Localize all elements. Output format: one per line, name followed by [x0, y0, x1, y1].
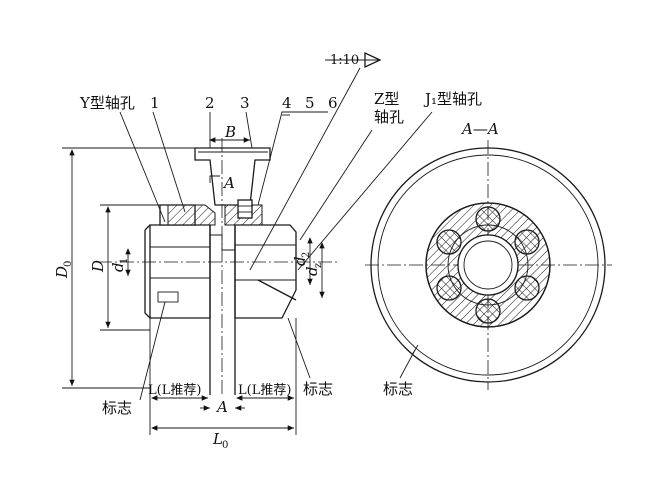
- roller: [514, 229, 540, 255]
- z-hole-label-line2: 轴孔: [374, 108, 404, 126]
- scale-taper-symbol: [364, 51, 382, 69]
- elastic-pin: [237, 199, 253, 219]
- dim-d2-text: d 2: [291, 252, 312, 266]
- outer-ring-inner: [377, 154, 599, 376]
- dim-D0-label: D: [53, 266, 71, 279]
- roller: [436, 275, 462, 301]
- dim-d1-label: d: [109, 262, 127, 272]
- section-mark: [209, 175, 220, 183]
- dim-L0-sub: 0: [222, 440, 228, 451]
- center-step: [210, 234, 235, 251]
- leader-3: [245, 111, 253, 149]
- part-6-label: 6: [328, 94, 338, 112]
- leader-y-hole: [119, 111, 166, 223]
- roller: [475, 206, 501, 232]
- leader-1: [152, 111, 186, 213]
- dim-D0-text: D 0: [53, 261, 74, 279]
- part-1-label: 1: [150, 94, 160, 112]
- z-taper: [257, 279, 297, 301]
- roller: [514, 275, 540, 301]
- z-hole-label-line1: Z型: [374, 90, 399, 108]
- leader-scale: [249, 67, 361, 271]
- dim-A-label: A: [215, 398, 228, 416]
- leader-mark-mid: [287, 317, 311, 379]
- roller: [475, 298, 501, 324]
- part-2-label: 2: [205, 94, 215, 112]
- section-title: A—A: [460, 120, 499, 138]
- roller: [436, 229, 462, 255]
- mark-left-label: 标志: [102, 399, 132, 417]
- front-view-labels: 1:10 Y型轴孔 1 2 3 4 5 6 Z型 轴孔 J₁型轴孔 B D 0 …: [53, 53, 482, 451]
- leader-j1: [297, 111, 433, 271]
- leader-mark-right: [399, 349, 416, 379]
- part-3-label: 3: [240, 94, 250, 112]
- dim-dz-sub: z: [313, 263, 324, 268]
- right-hub: [234, 224, 297, 319]
- hub-outer: [425, 202, 551, 328]
- dim-d1-sub: 1: [119, 258, 130, 264]
- dim-D-label: D: [89, 260, 107, 273]
- center-gap: [209, 225, 236, 395]
- dim-d1-text: d 1: [109, 258, 130, 272]
- leader-mark-left: [139, 301, 166, 401]
- dim-dz-text: d z: [303, 263, 324, 276]
- dim-L-left-label: L(L推荐): [148, 383, 201, 398]
- dim-D-text: D: [89, 260, 107, 273]
- leader-456: [257, 111, 328, 206]
- part-4-label: 4: [282, 94, 292, 112]
- bore: [457, 234, 519, 296]
- jaw-circle: [447, 224, 529, 306]
- part-5-label: 5: [305, 94, 315, 112]
- dim-B-label: B: [224, 123, 236, 141]
- left-hub: [149, 224, 211, 319]
- dim-d2-sub: 2: [301, 252, 312, 258]
- left-mark-box: [157, 291, 179, 303]
- front-view: A: [62, 51, 433, 435]
- dim-D0-sub: 0: [63, 261, 74, 267]
- mark-mid-label: 标志: [303, 380, 333, 398]
- dim-L-right-label: L(L推荐): [238, 383, 291, 398]
- section-mark-label: A: [222, 174, 235, 192]
- scale-label: 1:10: [330, 53, 359, 68]
- left-flange-hatch: [167, 204, 216, 226]
- dim-dz-label: d: [303, 266, 321, 276]
- left-hub-chamfer: [144, 224, 151, 319]
- section-view: A—A 标志: [365, 120, 612, 398]
- outer-ring: [370, 147, 606, 383]
- dim-L0-label: L: [212, 430, 223, 448]
- dim-d2-label: d: [291, 256, 309, 266]
- leader-z: [299, 129, 373, 241]
- y-hole-label: Y型轴孔: [79, 94, 135, 112]
- j1-hole-label: J₁型轴孔: [423, 90, 482, 108]
- mark-right-label: 标志: [383, 380, 413, 398]
- bore-inner: [463, 240, 513, 290]
